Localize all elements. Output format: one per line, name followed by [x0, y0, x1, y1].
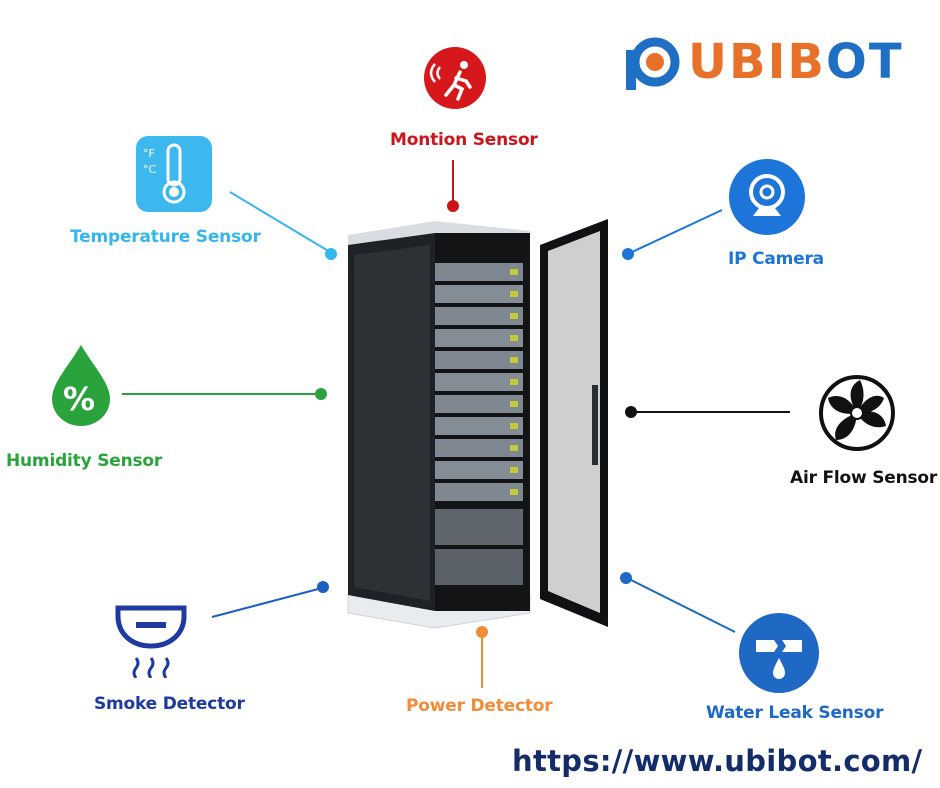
water-leak-icon: [739, 613, 819, 693]
temperature-sensor-label: Temperature Sensor: [70, 227, 261, 247]
svg-text:%: %: [63, 380, 95, 418]
smoke-detector-icon: [115, 605, 187, 678]
server-rack: [347, 219, 608, 629]
temperature-connector: [229, 191, 331, 253]
smoke-connector: [211, 587, 323, 618]
smoke-dot: [317, 581, 329, 593]
smoke-detector-label: Smoke Detector: [94, 694, 245, 714]
humidity-sensor-label: Humidity Sensor: [6, 451, 163, 471]
airflow-dot: [625, 406, 637, 418]
power-detector-label: Power Detector: [406, 696, 553, 716]
ubibot-logo-icon: [626, 37, 680, 90]
motion-dot: [447, 200, 459, 212]
website-url[interactable]: https://www.ubibot.com/: [512, 744, 923, 778]
motion-sensor-label: Montion Sensor: [390, 130, 538, 150]
humidity-drop-icon: %: [52, 345, 110, 426]
camera-dot: [622, 248, 634, 260]
power-dot: [476, 626, 488, 638]
svg-text:°F: °F: [143, 147, 155, 160]
waterleak-dot: [620, 572, 632, 584]
svg-text:°C: °C: [143, 163, 157, 176]
ip-camera-label: IP Camera: [728, 249, 824, 269]
motion-icon: [424, 47, 486, 109]
temperature-dot: [325, 248, 337, 260]
brand-logo: UBIBOT: [688, 34, 904, 90]
fan-icon: [819, 375, 895, 451]
waterleak-connector: [626, 577, 736, 633]
rack-units: [435, 263, 523, 585]
air-flow-sensor-label: Air Flow Sensor: [790, 468, 938, 488]
humidity-dot: [315, 388, 327, 400]
thermometer-icon: °F °C: [136, 136, 212, 212]
camera-icon: [729, 159, 805, 235]
camera-connector: [629, 209, 723, 254]
water-leak-sensor-label: Water Leak Sensor: [706, 703, 884, 723]
